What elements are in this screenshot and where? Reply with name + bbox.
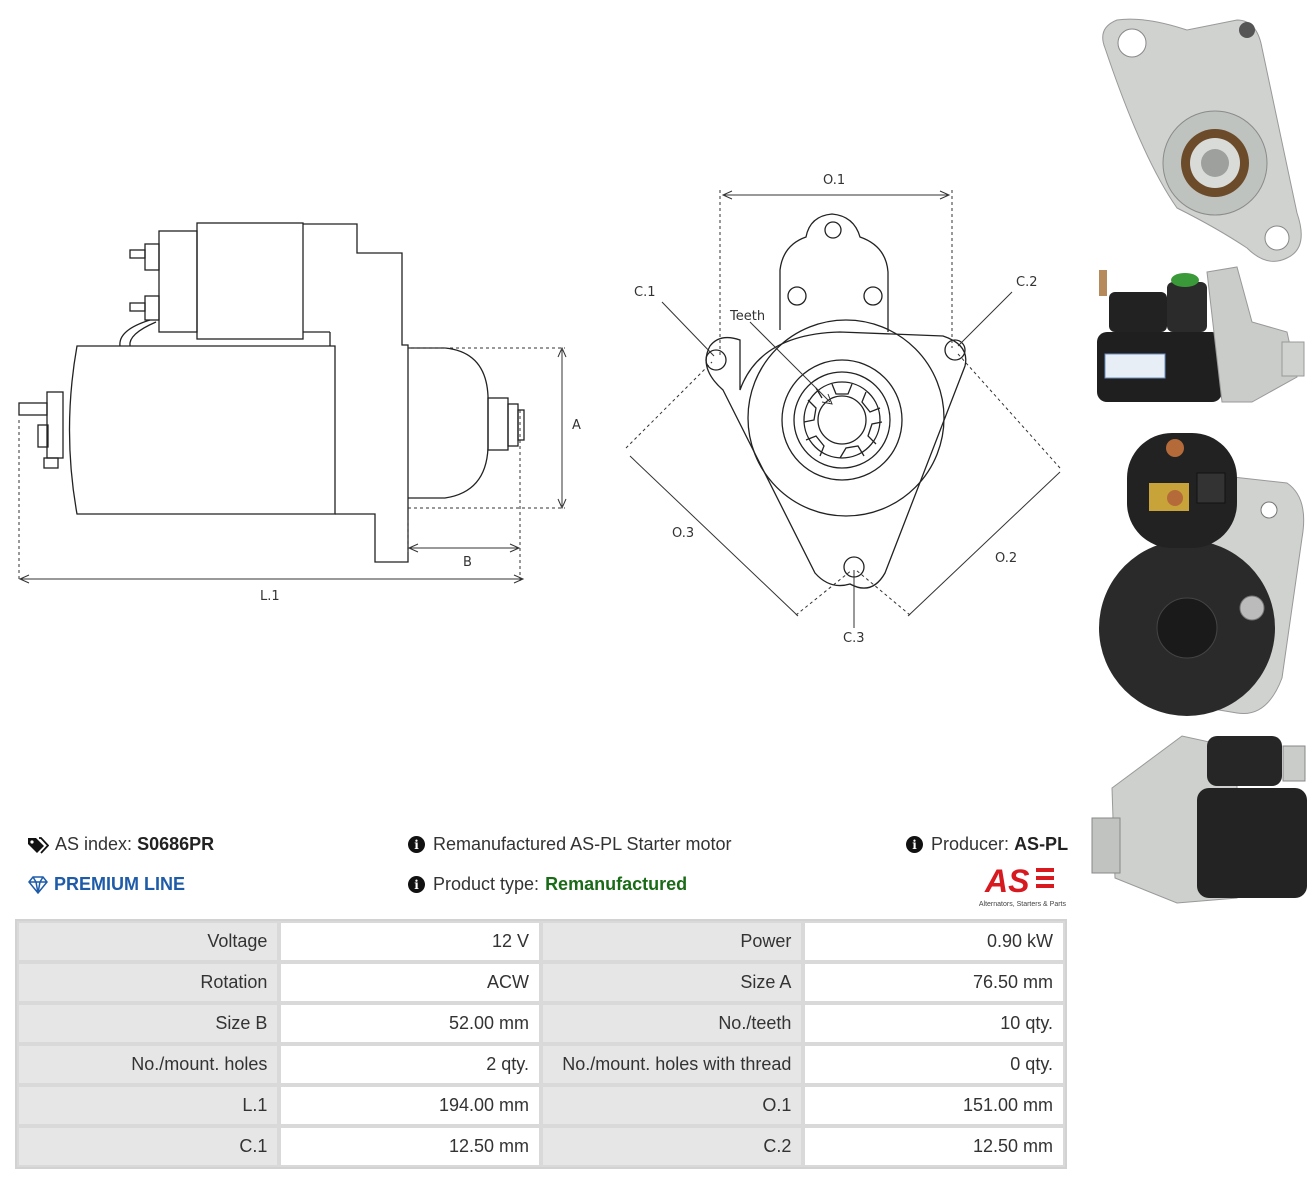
spec-label: Power [540, 921, 804, 962]
solenoid-cap [158, 230, 198, 333]
side-view-drawing: A B L.1 [18, 222, 581, 604]
spec-label: L.1 [17, 1085, 280, 1126]
label-teeth: Teeth [729, 309, 765, 324]
spec-value: 12.50 mm [803, 1126, 1065, 1167]
label-o3: O.3 [672, 526, 694, 541]
spec-value: 52.00 mm [279, 1003, 541, 1044]
asp-logo: AS Alternators, Starters & Parts [960, 862, 1070, 908]
as-index-label: AS index: [55, 834, 133, 854]
as-index: AS index: S0686PR [27, 834, 214, 855]
info-icon: i [408, 876, 425, 893]
label-a: A [572, 418, 581, 433]
spec-label: Size B [17, 1003, 280, 1044]
solenoid-body [196, 222, 304, 340]
product-photo-front [1102, 18, 1302, 262]
spec-value: 0 qty. [803, 1044, 1065, 1085]
producer: i Producer: AS-PL [906, 834, 1068, 855]
front-view-drawing: O.1 C.1 C.2 Teeth O.3 O.2 C.3 [625, 173, 1061, 646]
premium-line: PREMIUM LINE [27, 874, 185, 895]
spec-label: No./teeth [540, 1003, 804, 1044]
premium-line-text: PREMIUM LINE [54, 874, 186, 894]
spec-label: C.1 [17, 1126, 280, 1167]
label-l1: L.1 [260, 589, 280, 604]
spec-label: C.2 [540, 1126, 804, 1167]
label-o1: O.1 [823, 173, 845, 188]
spec-label: No./mount. holes with thread [540, 1044, 804, 1085]
spec-value: 12.50 mm [279, 1126, 541, 1167]
product-type-label: Product type: [433, 874, 540, 894]
spec-value: 12 V [279, 921, 541, 962]
product-photo-angle [1091, 735, 1307, 904]
product-type: i Product type:Remanufactured [408, 874, 687, 895]
spec-label: Voltage [17, 921, 280, 962]
as-index-value: S0686PR [137, 834, 215, 854]
producer-value: AS-PL [1014, 834, 1069, 854]
diamond-icon [28, 875, 48, 894]
label-c1: C.1 [634, 285, 655, 300]
tags-icon [28, 836, 49, 854]
spec-value: 151.00 mm [803, 1085, 1065, 1126]
spec-label: No./mount. holes [17, 1044, 280, 1085]
logo-mark: AS [984, 863, 1054, 899]
spec-label: O.1 [540, 1085, 804, 1126]
spec-value: ACW [279, 962, 541, 1003]
spec-value: 194.00 mm [279, 1085, 541, 1126]
label-c3: C.3 [843, 631, 864, 646]
product-type-value: Remanufactured [545, 874, 688, 894]
spec-value: 76.50 mm [803, 962, 1065, 1003]
description-text: Remanufactured AS-PL Starter motor [433, 834, 732, 854]
spec-label: Rotation [17, 962, 280, 1003]
info-icon: i [408, 836, 425, 853]
label-b: B [463, 555, 472, 570]
spec-label: Size A [540, 962, 804, 1003]
product-photo-side [1097, 266, 1305, 403]
product-photo-rear [1099, 433, 1305, 716]
label-o2: O.2 [995, 551, 1017, 566]
spec-value: 2 qty. [279, 1044, 541, 1085]
svg-text:AS: AS [984, 863, 1030, 896]
spec-value: 0.90 kW [803, 921, 1065, 962]
label-c2: C.2 [1016, 275, 1037, 290]
motor-body [68, 345, 336, 515]
logo-tagline: Alternators, Starters & Parts [978, 901, 1066, 908]
producer-label: Producer: [931, 834, 1010, 854]
info-icon: i [906, 836, 923, 853]
spec-value: 10 qty. [803, 1003, 1065, 1044]
description: i Remanufactured AS-PL Starter motor [408, 834, 731, 855]
